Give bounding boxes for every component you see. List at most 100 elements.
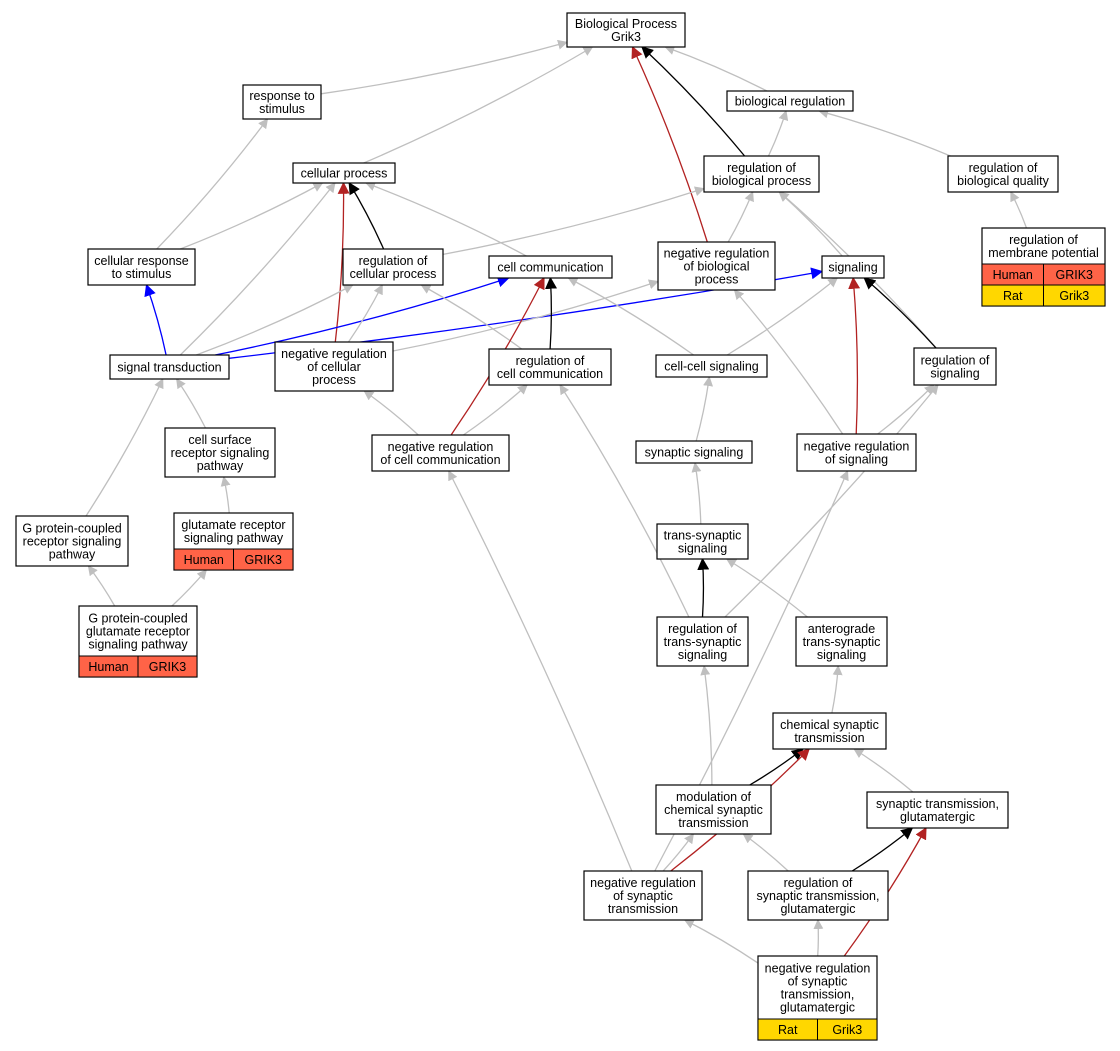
edge-rcc-to-cc (545, 276, 558, 350)
edge-nrbp-to-bp (631, 45, 708, 243)
edge-nrcc-to-nrcp (363, 390, 419, 436)
node-label-line: process (312, 373, 356, 387)
edge-crs-to-cp (180, 182, 324, 250)
edge-nrst-to-mcst (662, 833, 694, 872)
edge-nrcp-to-nrbp (392, 279, 659, 352)
node-label-line: glutamatergic (780, 902, 855, 916)
node-label-line: pathway (49, 548, 96, 562)
edge-crs-to-rts (156, 118, 269, 250)
node-ss[interactable]: synaptic signaling (635, 440, 753, 464)
edge-br-to-bp (664, 45, 768, 92)
edge-st-to-crs (144, 283, 167, 356)
node-label-line: process (695, 273, 739, 287)
node-label-line: of signaling (825, 453, 888, 467)
node-label-line: of biological (683, 260, 749, 274)
node-label-line: response to (249, 89, 314, 103)
edge-rstg-to-mcst (742, 833, 789, 872)
edge-rmp-to-rbq (1010, 191, 1028, 229)
node-cp[interactable]: cellular process (292, 162, 396, 184)
node-label-line: glutamate receptor (86, 625, 190, 639)
node-label-line: signaling (678, 648, 727, 662)
edge-nrs-to-nrbp (733, 289, 844, 435)
node-label-line: modulation of (676, 790, 752, 804)
node-label-line: cellular process (350, 267, 437, 281)
species-label: Human (184, 553, 224, 567)
node-label-line: synaptic signaling (645, 446, 744, 460)
node-cc[interactable]: cell communication (488, 255, 613, 279)
node-label-line: transmission (794, 731, 864, 745)
node-label-line: biological regulation (735, 95, 846, 109)
node-label-line: signaling (678, 542, 727, 556)
edge-atss-to-tss (725, 558, 808, 618)
node-label-line: regulation of (921, 354, 990, 368)
node-label-line: G protein-coupled (88, 612, 187, 626)
node-label-line: synaptic transmission, (876, 797, 999, 811)
gene-label: GRIK3 (1055, 268, 1093, 282)
node-label-line: glutamatergic (900, 810, 975, 824)
node-label-line: pathway (197, 459, 244, 473)
node-st[interactable]: signal transduction (109, 354, 230, 380)
node-label-line: transmission, (781, 988, 855, 1002)
gene-label: Grik3 (1059, 289, 1089, 303)
species-label: Human (993, 268, 1033, 282)
edge-ccs-to-sig (726, 277, 839, 356)
node-ccs[interactable]: cell-cell signaling (655, 354, 768, 378)
node-label-line: G protein-coupled (22, 522, 121, 536)
edge-rbq-to-br (818, 108, 951, 157)
edge-rts-to-bp (320, 39, 568, 95)
node-label-line: chemical synaptic (664, 803, 763, 817)
edge-rtss-to-tss (697, 557, 710, 618)
node-label-line: Grik3 (611, 30, 641, 44)
node-stg[interactable]: synaptic transmission,glutamatergic (866, 791, 1009, 829)
edge-rtss-to-rcc (559, 384, 690, 618)
edge-ccs-to-cc (567, 277, 694, 356)
node-br[interactable]: biological regulation (726, 90, 854, 112)
node-label-line: signaling (930, 367, 979, 381)
node-sig[interactable]: signaling (821, 255, 885, 279)
edge-cst-to-atss (831, 665, 843, 714)
node-label-line: cellular response (94, 254, 189, 268)
edge-rstg-to-stg (851, 827, 914, 872)
edge-rs-to-sig (863, 277, 937, 349)
species-label: Human (88, 660, 128, 674)
edge-rcp-to-rbp (442, 186, 705, 256)
node-label-line: transmission (678, 816, 748, 830)
node-label-line: cell communication (497, 367, 603, 381)
node-label-line: signaling pathway (88, 638, 188, 652)
node-label-line: to stimulus (112, 267, 172, 281)
node-label-line: regulation of (784, 876, 853, 890)
edge-st-to-cp (179, 182, 336, 356)
edge-mcst-to-cst (749, 748, 804, 786)
edge-nrbp-to-rbp (727, 191, 754, 243)
edge-sig-to-rbp (778, 191, 843, 257)
edge-nrs-to-rs (877, 384, 935, 435)
edge-nrst-to-nrcc (448, 470, 633, 872)
edge-rcc-to-rcp (420, 284, 523, 350)
